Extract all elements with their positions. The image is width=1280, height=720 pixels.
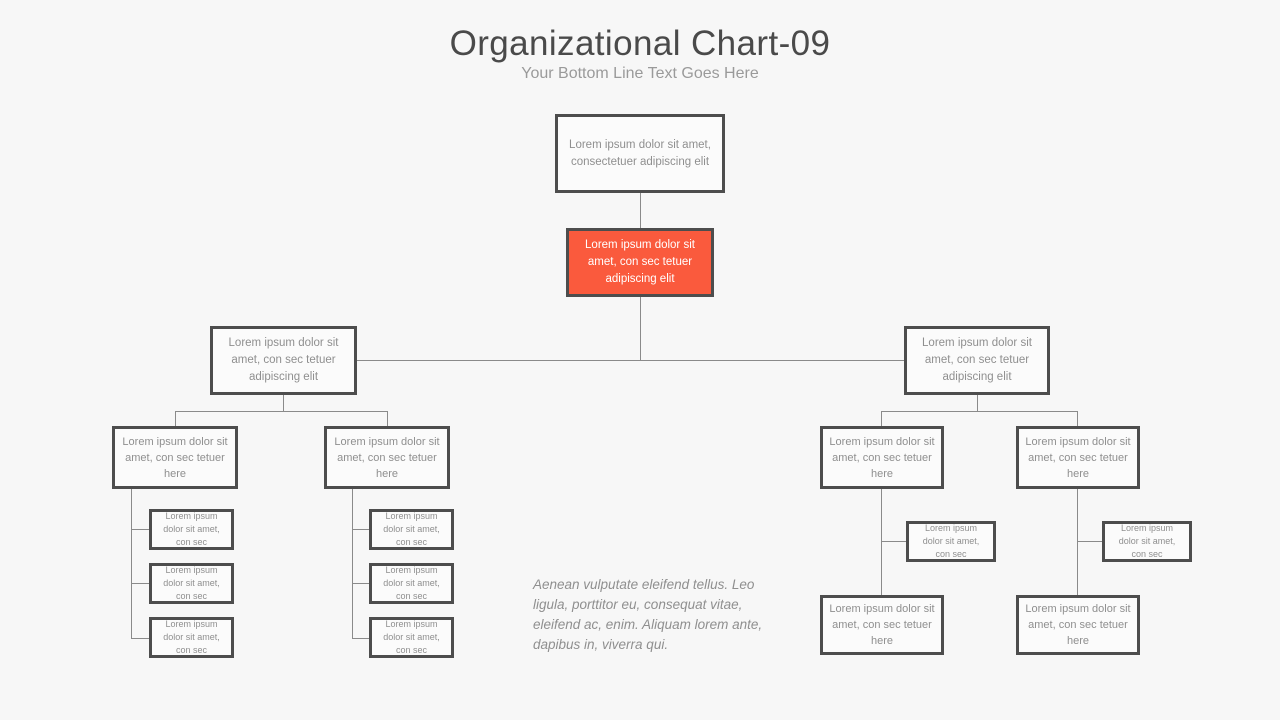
connector-left-b-spine [352, 489, 353, 639]
node-bottom-right-a[interactable]: Lorem ipsum dolor sit amet, con sec tetu… [820, 595, 944, 655]
node-level3-left-b[interactable]: Lorem ipsum dolor sit amet, con sec tetu… [324, 426, 450, 489]
node-leaf-left-a-1[interactable]: Lorem ipsum dolor sit amet, con sec [149, 509, 234, 550]
caption-text: Aenean vulputate eleifend tellus. Leo li… [533, 577, 763, 652]
connector-left-b-stub-2 [352, 583, 369, 584]
connector-left-b-stub-1 [352, 529, 369, 530]
node-level3-right-b-label: Lorem ipsum dolor sit amet, con sec tetu… [1025, 435, 1131, 480]
node-bottom-right-b[interactable]: Lorem ipsum dolor sit amet, con sec tetu… [1016, 595, 1140, 655]
node-leaf-left-b-2-label: Lorem ipsum dolor sit amet, con sec [383, 565, 440, 601]
node-highlight-label: Lorem ipsum dolor sit amet, con sec tetu… [585, 239, 695, 285]
node-root-label: Lorem ipsum dolor sit amet, consectetuer… [569, 138, 711, 168]
connector-l2right-stem [977, 395, 978, 412]
node-leaf-left-b-3-label: Lorem ipsum dolor sit amet, con sec [383, 619, 440, 655]
node-leaf-right-a-label: Lorem ipsum dolor sit amet, con sec [922, 523, 980, 559]
node-leaf-left-b-2[interactable]: Lorem ipsum dolor sit amet, con sec [369, 563, 454, 604]
node-level2-left[interactable]: Lorem ipsum dolor sit amet, con sec tetu… [210, 326, 357, 395]
node-leaf-left-b-1-label: Lorem ipsum dolor sit amet, con sec [383, 511, 440, 547]
connector-root-to-highlight [640, 193, 641, 228]
connector-l2left-drop-a [175, 411, 176, 426]
node-leaf-left-a-2[interactable]: Lorem ipsum dolor sit amet, con sec [149, 563, 234, 604]
connector-right-a-stub [881, 541, 906, 542]
page-subtitle: Your Bottom Line Text Goes Here [521, 65, 759, 82]
node-leaf-left-b-3[interactable]: Lorem ipsum dolor sit amet, con sec [369, 617, 454, 658]
node-bottom-right-b-label: Lorem ipsum dolor sit amet, con sec tetu… [1025, 603, 1131, 647]
node-leaf-left-a-1-label: Lorem ipsum dolor sit amet, con sec [163, 511, 220, 547]
connector-left-a-stub-1 [131, 529, 149, 530]
node-level3-right-b[interactable]: Lorem ipsum dolor sit amet, con sec tetu… [1016, 426, 1140, 489]
connector-right-a-spine [881, 489, 882, 595]
node-level2-right[interactable]: Lorem ipsum dolor sit amet, con sec tetu… [904, 326, 1050, 395]
connector-l2left-drop-b [387, 411, 388, 426]
connector-l2right-drop-a [881, 411, 882, 426]
connector-l2right-drop-b [1077, 411, 1078, 426]
node-leaf-right-b[interactable]: Lorem ipsum dolor sit amet, con sec [1102, 521, 1192, 562]
connector-l2right-bus [881, 411, 1077, 412]
connector-l2left-stem [283, 395, 284, 412]
connector-level2-bus [357, 360, 904, 361]
node-root[interactable]: Lorem ipsum dolor sit amet, consectetuer… [555, 114, 725, 193]
connector-right-b-spine [1077, 489, 1078, 595]
node-leaf-right-a[interactable]: Lorem ipsum dolor sit amet, con sec [906, 521, 996, 562]
node-leaf-left-b-1[interactable]: Lorem ipsum dolor sit amet, con sec [369, 509, 454, 550]
node-level3-left-a-label: Lorem ipsum dolor sit amet, con sec tetu… [122, 435, 228, 480]
node-bottom-right-a-label: Lorem ipsum dolor sit amet, con sec tetu… [829, 603, 935, 647]
connector-left-a-stub-2 [131, 583, 149, 584]
node-leaf-left-a-3[interactable]: Lorem ipsum dolor sit amet, con sec [149, 617, 234, 658]
connector-highlight-trunk [640, 297, 641, 361]
connector-l2left-bus [175, 411, 387, 412]
node-level2-left-label: Lorem ipsum dolor sit amet, con sec tetu… [228, 337, 339, 383]
connector-left-a-spine [131, 489, 132, 639]
node-level3-right-a-label: Lorem ipsum dolor sit amet, con sec tetu… [829, 435, 935, 480]
node-level3-left-a[interactable]: Lorem ipsum dolor sit amet, con sec tetu… [112, 426, 238, 489]
page-title: Organizational Chart-09 [449, 24, 831, 63]
node-leaf-left-a-3-label: Lorem ipsum dolor sit amet, con sec [163, 619, 220, 655]
node-leaf-left-a-2-label: Lorem ipsum dolor sit amet, con sec [163, 565, 220, 601]
node-level3-left-b-label: Lorem ipsum dolor sit amet, con sec tetu… [334, 435, 440, 480]
node-level2-right-label: Lorem ipsum dolor sit amet, con sec tetu… [922, 337, 1032, 383]
node-highlight[interactable]: Lorem ipsum dolor sit amet, con sec tetu… [566, 228, 714, 297]
connector-right-b-stub [1077, 541, 1102, 542]
connector-left-a-stub-3 [131, 638, 149, 639]
node-level3-right-a[interactable]: Lorem ipsum dolor sit amet, con sec tetu… [820, 426, 944, 489]
node-leaf-right-b-label: Lorem ipsum dolor sit amet, con sec [1118, 523, 1176, 559]
connector-left-b-stub-3 [352, 638, 369, 639]
